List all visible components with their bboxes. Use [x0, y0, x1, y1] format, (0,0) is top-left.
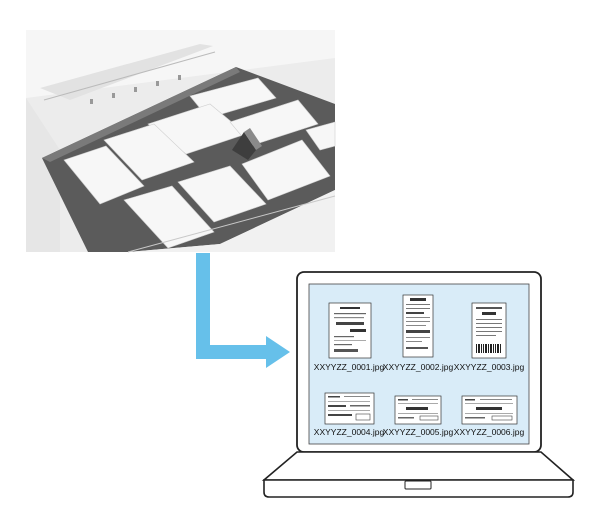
bed-receipt — [123, 185, 215, 249]
file-thumbnail[interactable]: XXYYZZ_0001.jpg — [314, 302, 385, 372]
laptop-keyboard-deck — [261, 451, 576, 481]
laptop: XXYYZZ_0001.jpg XXYYZZ_0002.jpg — [261, 271, 576, 498]
file-thumbnail[interactable]: XXYYZZ_0003.jpg — [454, 302, 525, 372]
receipt-thumbnail-icon — [324, 392, 375, 425]
flow-arrow — [196, 253, 290, 368]
laptop-touchpad-latch — [404, 480, 432, 490]
file-thumbnail[interactable]: XXYYZZ_0002.jpg — [383, 294, 454, 372]
receipt-thumbnail-icon — [402, 294, 434, 358]
file-name-label: XXYYZZ_0003.jpg — [454, 362, 525, 372]
bed-receipt — [103, 123, 195, 181]
file-thumbnail[interactable]: XXYYZZ_0004.jpg — [314, 392, 385, 437]
file-name-label: XXYYZZ_0005.jpg — [383, 427, 454, 437]
receipt-thumbnail-icon — [471, 302, 507, 359]
bed-receipt — [305, 121, 336, 151]
file-name-label: XXYYZZ_0004.jpg — [314, 427, 385, 437]
barcode-icon — [476, 344, 501, 353]
file-thumbnail[interactable]: XXYYZZ_0006.jpg — [454, 395, 525, 437]
holder-clip — [232, 132, 256, 160]
file-name-label: XXYYZZ_0001.jpg — [314, 362, 385, 372]
arrow-shaft — [196, 253, 268, 359]
receipts-on-bed — [63, 77, 336, 249]
bed-receipt — [177, 165, 267, 223]
scanner-photo — [26, 30, 336, 253]
receipt-thumbnail-icon — [461, 395, 518, 425]
file-thumbnail[interactable]: XXYYZZ_0005.jpg — [383, 395, 454, 437]
lid-hinge-strip — [40, 44, 213, 100]
file-name-label: XXYYZZ_0002.jpg — [383, 362, 454, 372]
scanner-body-side — [26, 98, 60, 252]
file-name-label: XXYYZZ_0006.jpg — [454, 427, 525, 437]
bed-receipt — [241, 139, 331, 201]
bed-receipt — [63, 145, 145, 205]
scanner-front — [60, 190, 335, 252]
arrow-head — [266, 336, 290, 368]
lid-ruler — [90, 75, 181, 104]
receipt-thumbnail-icon — [394, 395, 442, 425]
receipt-thumbnail-icon — [328, 302, 372, 359]
